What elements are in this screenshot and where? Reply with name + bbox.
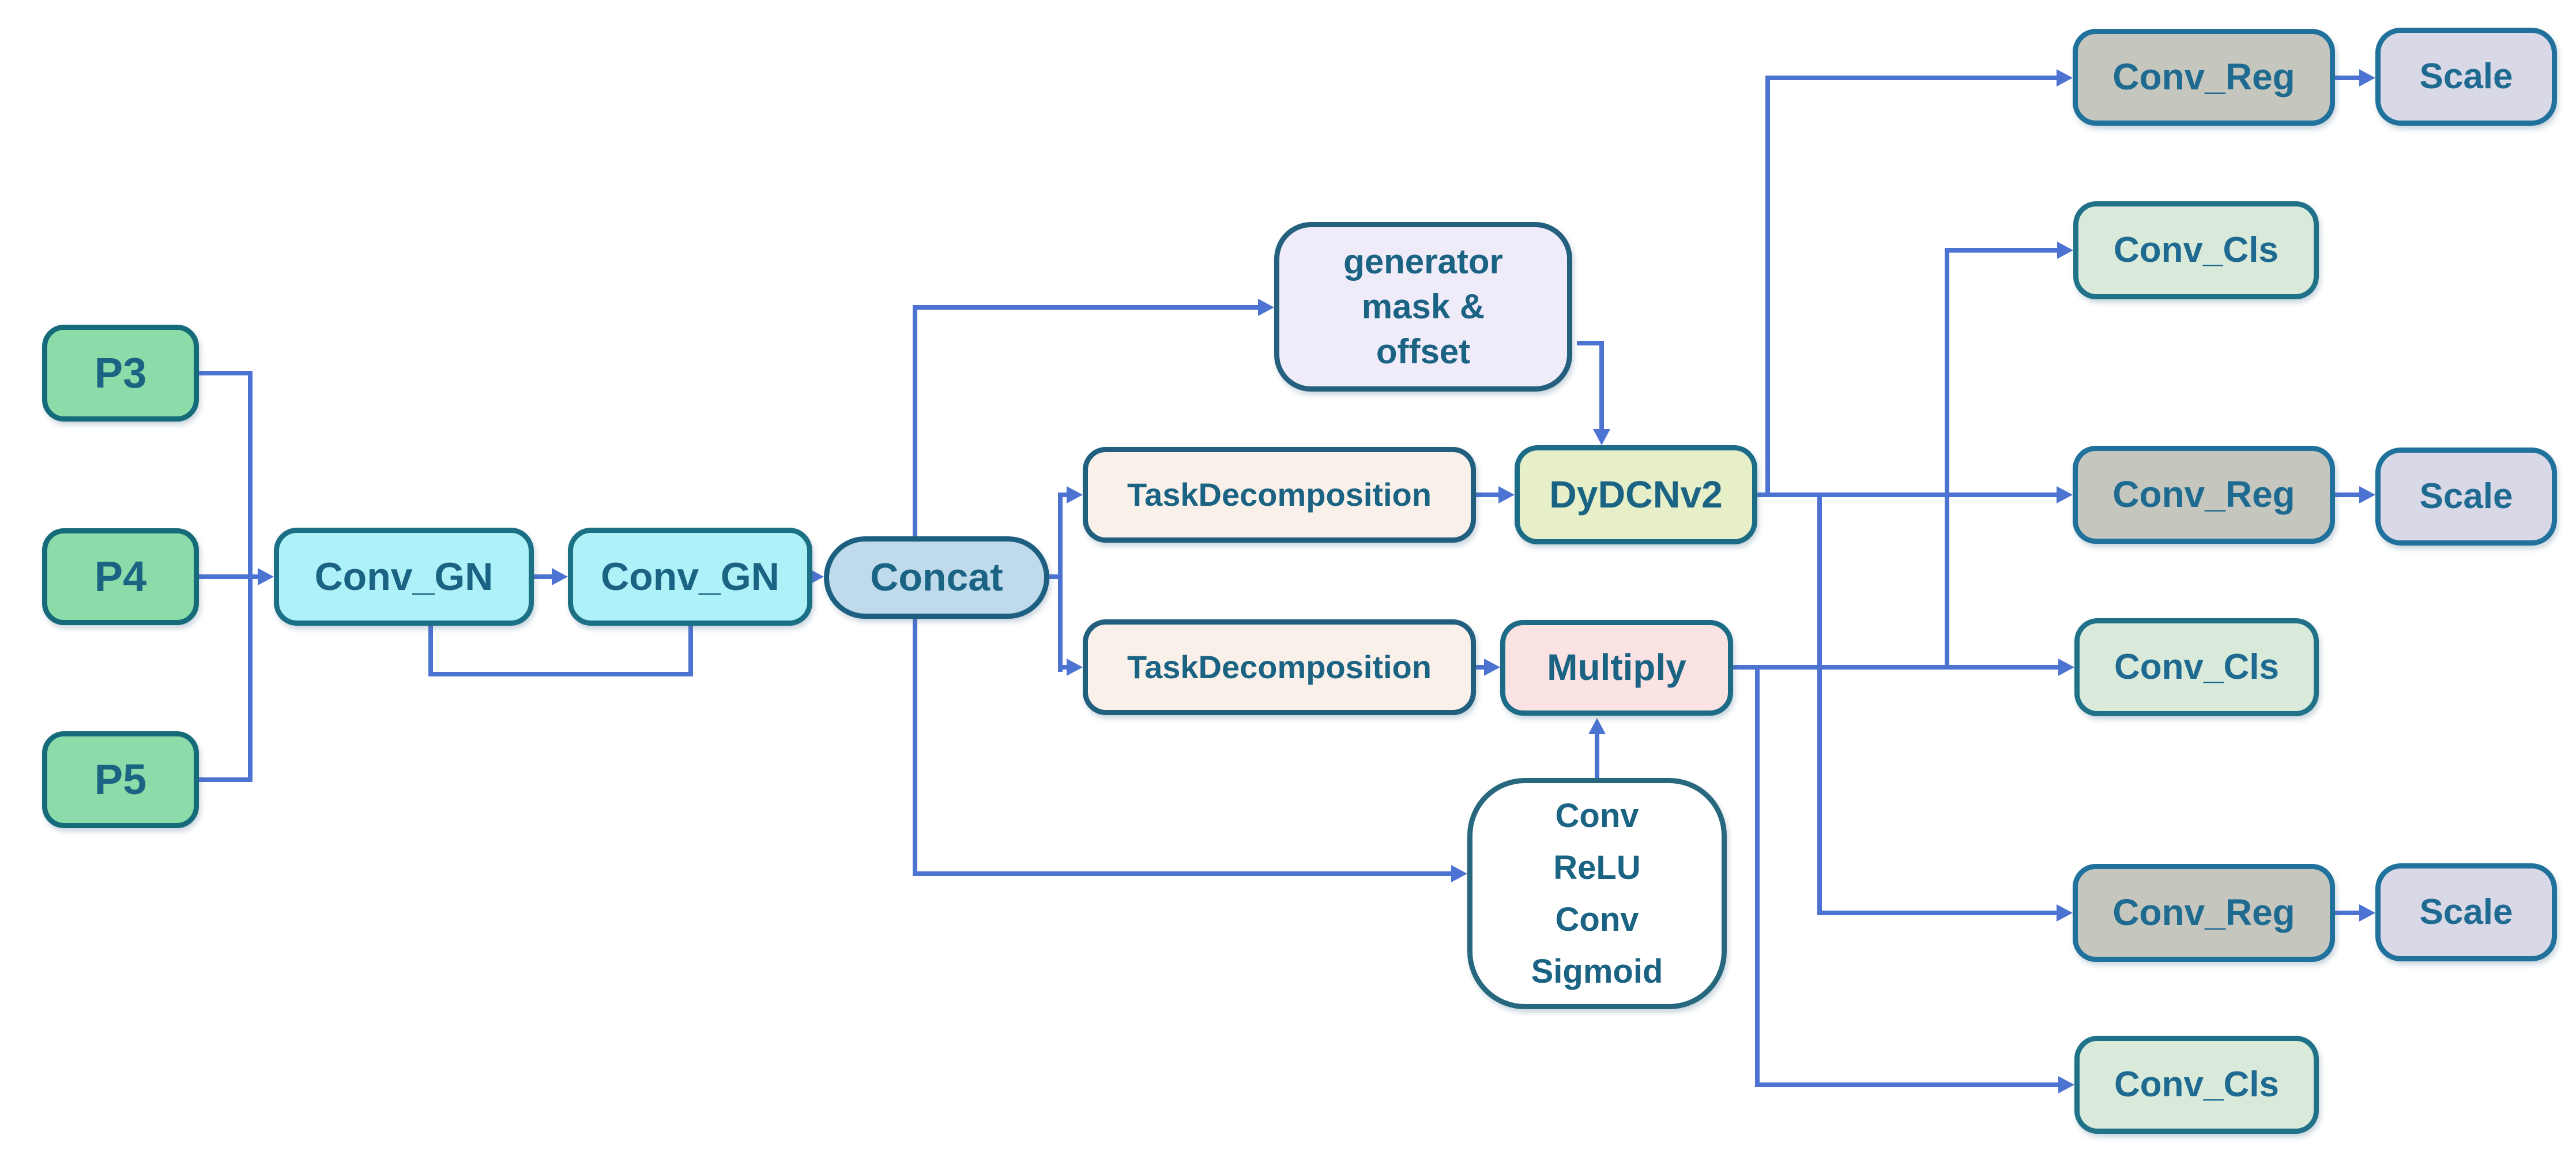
node-scale-mid: Scale [2375, 448, 2557, 546]
connector-to-conv-reg-top [1765, 76, 2059, 80]
arrowhead-into-conv-reg-bottom [2057, 904, 2073, 922]
connector-multiply-out [1733, 665, 2061, 670]
connector-td2-to-multiply [1476, 665, 1486, 670]
connector-td-trunk [1058, 492, 1063, 672]
node-dydcnv2: DyDCNv2 [1515, 445, 1757, 544]
node-conv-relu-conv-sigmoid: Conv ReLU Conv Sigmoid [1467, 778, 1727, 1009]
node-scale-bottom: Scale [2375, 863, 2557, 961]
node-task-decomposition-2: TaskDecomposition [1083, 619, 1476, 715]
node-multiply: Multiply [1500, 620, 1733, 716]
connector-gn-skip-bottom [428, 672, 693, 676]
conv-block-line-2: ReLU [1553, 848, 1641, 886]
node-task-decomposition-1: TaskDecomposition [1083, 447, 1476, 543]
connector-td1-in [1058, 492, 1069, 497]
node-conv-cls-top: Conv_Cls [2073, 201, 2319, 299]
connector-gn-skip-right [688, 626, 693, 676]
arrowhead-into-td1 [1067, 486, 1083, 503]
node-conv-reg-top: Conv_Reg [2073, 29, 2335, 126]
connector-gn1-gn2 [534, 574, 553, 579]
connector-to-generator [913, 305, 1265, 310]
node-p5: P5 [42, 731, 199, 828]
connector-reg-scale-mid [2335, 492, 2362, 497]
arrowhead-into-conv-gn-2 [552, 568, 568, 585]
node-conv-cls-mid: Conv_Cls [2074, 618, 2319, 716]
arrowhead-into-conv-cls-mid [2058, 659, 2074, 676]
arrowhead-into-conv-gn-1 [258, 568, 274, 585]
node-conv-reg-mid: Conv_Reg [2073, 446, 2335, 544]
connector-gn-skip-left [428, 626, 433, 676]
connector-reg-scale-top [2335, 76, 2362, 80]
arrowhead-into-scale-mid [2359, 486, 2375, 503]
node-conv-cls-bottom: Conv_Cls [2074, 1036, 2319, 1134]
connector-dydcnv2-out [1757, 492, 2059, 497]
arrowhead-into-conv-cls-bottom [2058, 1076, 2074, 1093]
connector-reg-branch-down [1817, 492, 1822, 915]
connector-to-conv-reg-bottom [1817, 911, 2059, 915]
connector-concat-right [1049, 574, 1063, 579]
connector-generator-out [1577, 341, 1604, 345]
arrowhead-into-conv-block [1451, 865, 1467, 882]
arrowhead-into-conv-cls-top [2057, 242, 2073, 259]
connector-reg-scale-bottom [2335, 911, 2362, 915]
connector-generator-down [1599, 341, 1604, 431]
conv-block-line-4: Sigmoid [1531, 952, 1663, 990]
arrowhead-into-multiply-bottom [1588, 718, 1606, 734]
node-generator-mask-offset: generator mask & offset [1274, 222, 1572, 392]
generator-line-2: mask & [1361, 287, 1485, 326]
connector-conv-block-up [1595, 732, 1599, 778]
conv-block-line-3: Conv [1555, 900, 1639, 938]
connector-cls-branch-down [1755, 665, 1760, 1087]
arrowhead-into-td2 [1067, 659, 1083, 676]
node-conv-reg-bottom: Conv_Reg [2073, 864, 2335, 962]
node-p4: P4 [42, 528, 199, 625]
connector-to-conv-block [913, 871, 1452, 876]
connector-to-conv-cls-bottom [1755, 1082, 2061, 1087]
node-scale-top: Scale [2375, 28, 2557, 126]
node-concat: Concat [824, 536, 1049, 619]
connector-concat-up [913, 305, 917, 539]
arrowhead-into-conv-reg-top [2057, 69, 2073, 87]
connector-p3-out [198, 371, 253, 375]
arrowhead-into-conv-reg-mid [2057, 486, 2073, 503]
arrowhead-into-multiply [1484, 659, 1500, 676]
node-conv-gn-1: Conv_GN [274, 528, 534, 626]
generator-line-1: generator [1343, 242, 1503, 281]
connector-p4-out [198, 574, 260, 579]
node-p3: P3 [42, 325, 199, 422]
node-conv-gn-2: Conv_GN [568, 528, 812, 626]
arrowhead-into-dydcnv2-top [1593, 429, 1610, 445]
connector-cls-branch-up [1945, 248, 1949, 670]
arrowhead-into-dydcnv2 [1498, 486, 1515, 503]
arrowhead-into-scale-bottom [2359, 904, 2375, 922]
arrowhead-into-generator [1258, 299, 1274, 316]
connector-concat-down [913, 619, 917, 876]
generator-line-3: offset [1376, 332, 1471, 371]
connector-reg-branch-up [1765, 76, 1770, 495]
arrowhead-into-scale-top [2359, 69, 2375, 87]
conv-block-line-1: Conv [1555, 796, 1639, 834]
connector-td2-in [1058, 665, 1069, 670]
connector-p5-out [198, 777, 253, 782]
connector-td1-to-dydcnv2 [1476, 492, 1501, 497]
connector-to-conv-cls-top [1945, 248, 2059, 253]
